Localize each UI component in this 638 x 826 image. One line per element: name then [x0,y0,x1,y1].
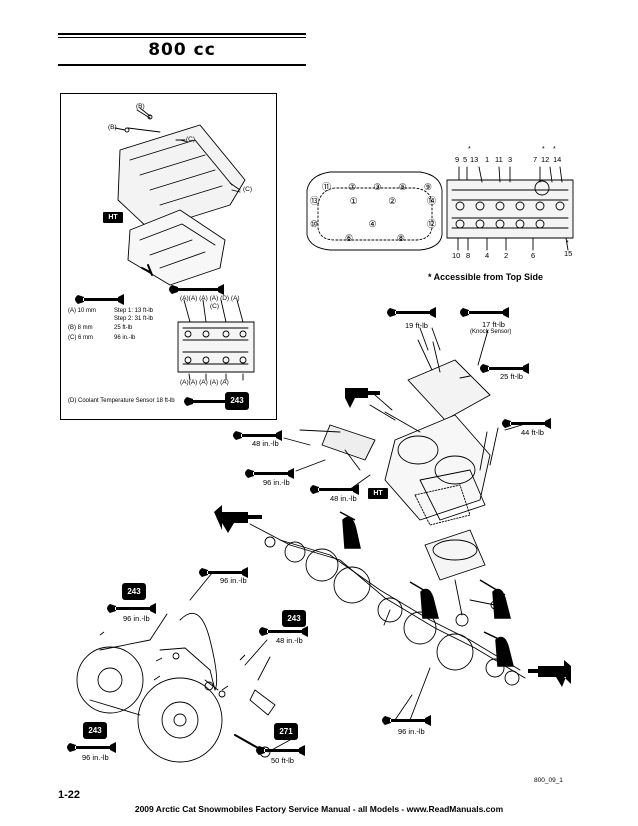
grease-gun-icons [214,388,571,687]
torque-48inlb-pickup: 48 in.-lb [276,636,303,645]
inset-callout-b-left: (B) [108,124,117,131]
head-circle-3: ③ [373,182,382,192]
torque-96inlb-flywheel: 96 in.-lb [82,753,109,762]
page-footer: 2009 Arctic Cat Snowmobiles Factory Serv… [134,804,504,814]
case-num-3: 3 [508,155,513,164]
head-circled-row2: ⑬ ① ② ⑭ [310,197,436,206]
case-num-11: 11 [495,155,503,164]
inset-spec-c-torque: 96 in.-lb [114,335,136,341]
inset-callout-c-top: (C) [186,136,196,143]
case-num-9: 9 [455,155,460,164]
figure-id: 800_09_1 [534,777,563,784]
case-star-14: * [553,146,556,153]
case-num-12: 12 [541,155,550,164]
inset-case-callouts-bottom: (A)(A) (A) (A) (A) [180,379,229,386]
inset-spec-b: (B) 8 mm [68,325,93,331]
inset-coolant-sensor: (D) Coolant Temperature Sensor 18 ft-lb [68,398,175,404]
head-circle-1: ① [349,196,358,206]
loctite-271: 271 [274,723,298,740]
head-circle-6: ⑥ [345,233,354,243]
torque-50ftlb: 50 ft-lb [271,756,294,765]
case-num-2: 2 [504,251,509,260]
inset-spec-a-size: (A) 10 mm [68,308,97,314]
torque-96inlb-left: 96 in.-lb [123,614,150,623]
case-num-1: 1 [485,155,490,164]
loctite-243-right: 243 [282,610,306,627]
inset-callout-b-top: (B) [136,103,145,110]
head-circled-row3: ⑩ ④ ⑫ [310,220,436,229]
case-num-6: 6 [531,251,536,260]
case-num-5: 5 [463,155,468,164]
loctite-243-stator: 243 [122,583,146,600]
head-circle-9: ⑨ [423,182,432,192]
inset-case-callouts-top: (A)(A) (A) (A) (D) (A) [180,295,240,302]
case-num-10: 10 [452,251,461,260]
wrench-icons [67,284,551,756]
header-rule-bottom [58,64,306,66]
header-rule-top [58,33,306,35]
knock-sensor-label: (Knock Sensor) [470,329,512,335]
head-circle-13: ⑬ [310,196,320,206]
page-title: 800 cc [148,40,216,60]
inset-spec-a-step2: Step 2: 31 ft-lb [114,316,154,322]
inset-spec-c: (C) 6 mm [68,335,93,341]
ht-icon-cylinder: HT [368,488,388,499]
case-num-8: 8 [466,251,471,260]
torque-48inlb-water: 48 in.-lb [252,439,279,448]
inset-ht-icon: HT [103,212,123,223]
torque-96inlb-stator: 96 in.-lb [220,576,247,585]
head-circle-12: ⑫ [426,219,436,229]
torque-44ftlb: 44 ft-lb [521,428,544,437]
head-circle-8: ⑧ [396,233,405,243]
case-star-12: * [542,146,545,153]
head-circle-4: ④ [368,219,377,229]
case-star-13: * [468,146,471,153]
head-circle-7: ⑦ [348,182,357,192]
inset-spec-b-torque: 25 ft-lb [114,325,133,331]
head-circle-11: ⑪ [322,182,332,192]
head-circle-14: ⑭ [426,196,436,206]
torque-48inlb-cyl: 48 in.-lb [330,494,357,503]
head-circled-row4: ⑥ ⑧ [345,234,405,243]
case-num-13: 13 [470,155,479,164]
case-num-15: 15 [564,249,573,258]
head-circle-10: ⑩ [310,219,319,229]
header-rule-top-thin [58,37,306,38]
torque-96inlb-crank: 96 in.-lb [398,727,425,736]
case-num-7: 7 [533,155,538,164]
oil-can-icons [339,511,514,667]
torque-96inlb-water: 96 in.-lb [263,478,290,487]
torque-17ftlb: 17 ft-lb [482,320,505,329]
inset-loctite-badge: 243 [225,392,249,410]
case-num-4: 4 [485,251,490,260]
head-circle-2: ② [388,196,397,206]
accessible-note: * Accessible from Top Side [428,272,544,282]
head-circle-5: ⑤ [398,182,407,192]
torque-19ftlb: 19 ft-lb [405,321,428,330]
case-num-14: 14 [553,155,562,164]
head-circled-row1: ⑪ ⑦ ③ ⑤ ⑨ [322,183,432,192]
crankcase-inset [60,93,277,420]
torque-25ftlb: 25 ft-lb [500,372,523,381]
loctite-243-flywheel: 243 [83,722,107,739]
inset-callout-c-right: (C) [243,186,253,193]
case-star-15: * [566,240,569,247]
page-number: 1-22 [58,789,81,801]
inset-spec-a-step1: Step 1: 13 ft-lb [114,308,154,314]
inset-case-callout-c: (C) [210,303,220,310]
